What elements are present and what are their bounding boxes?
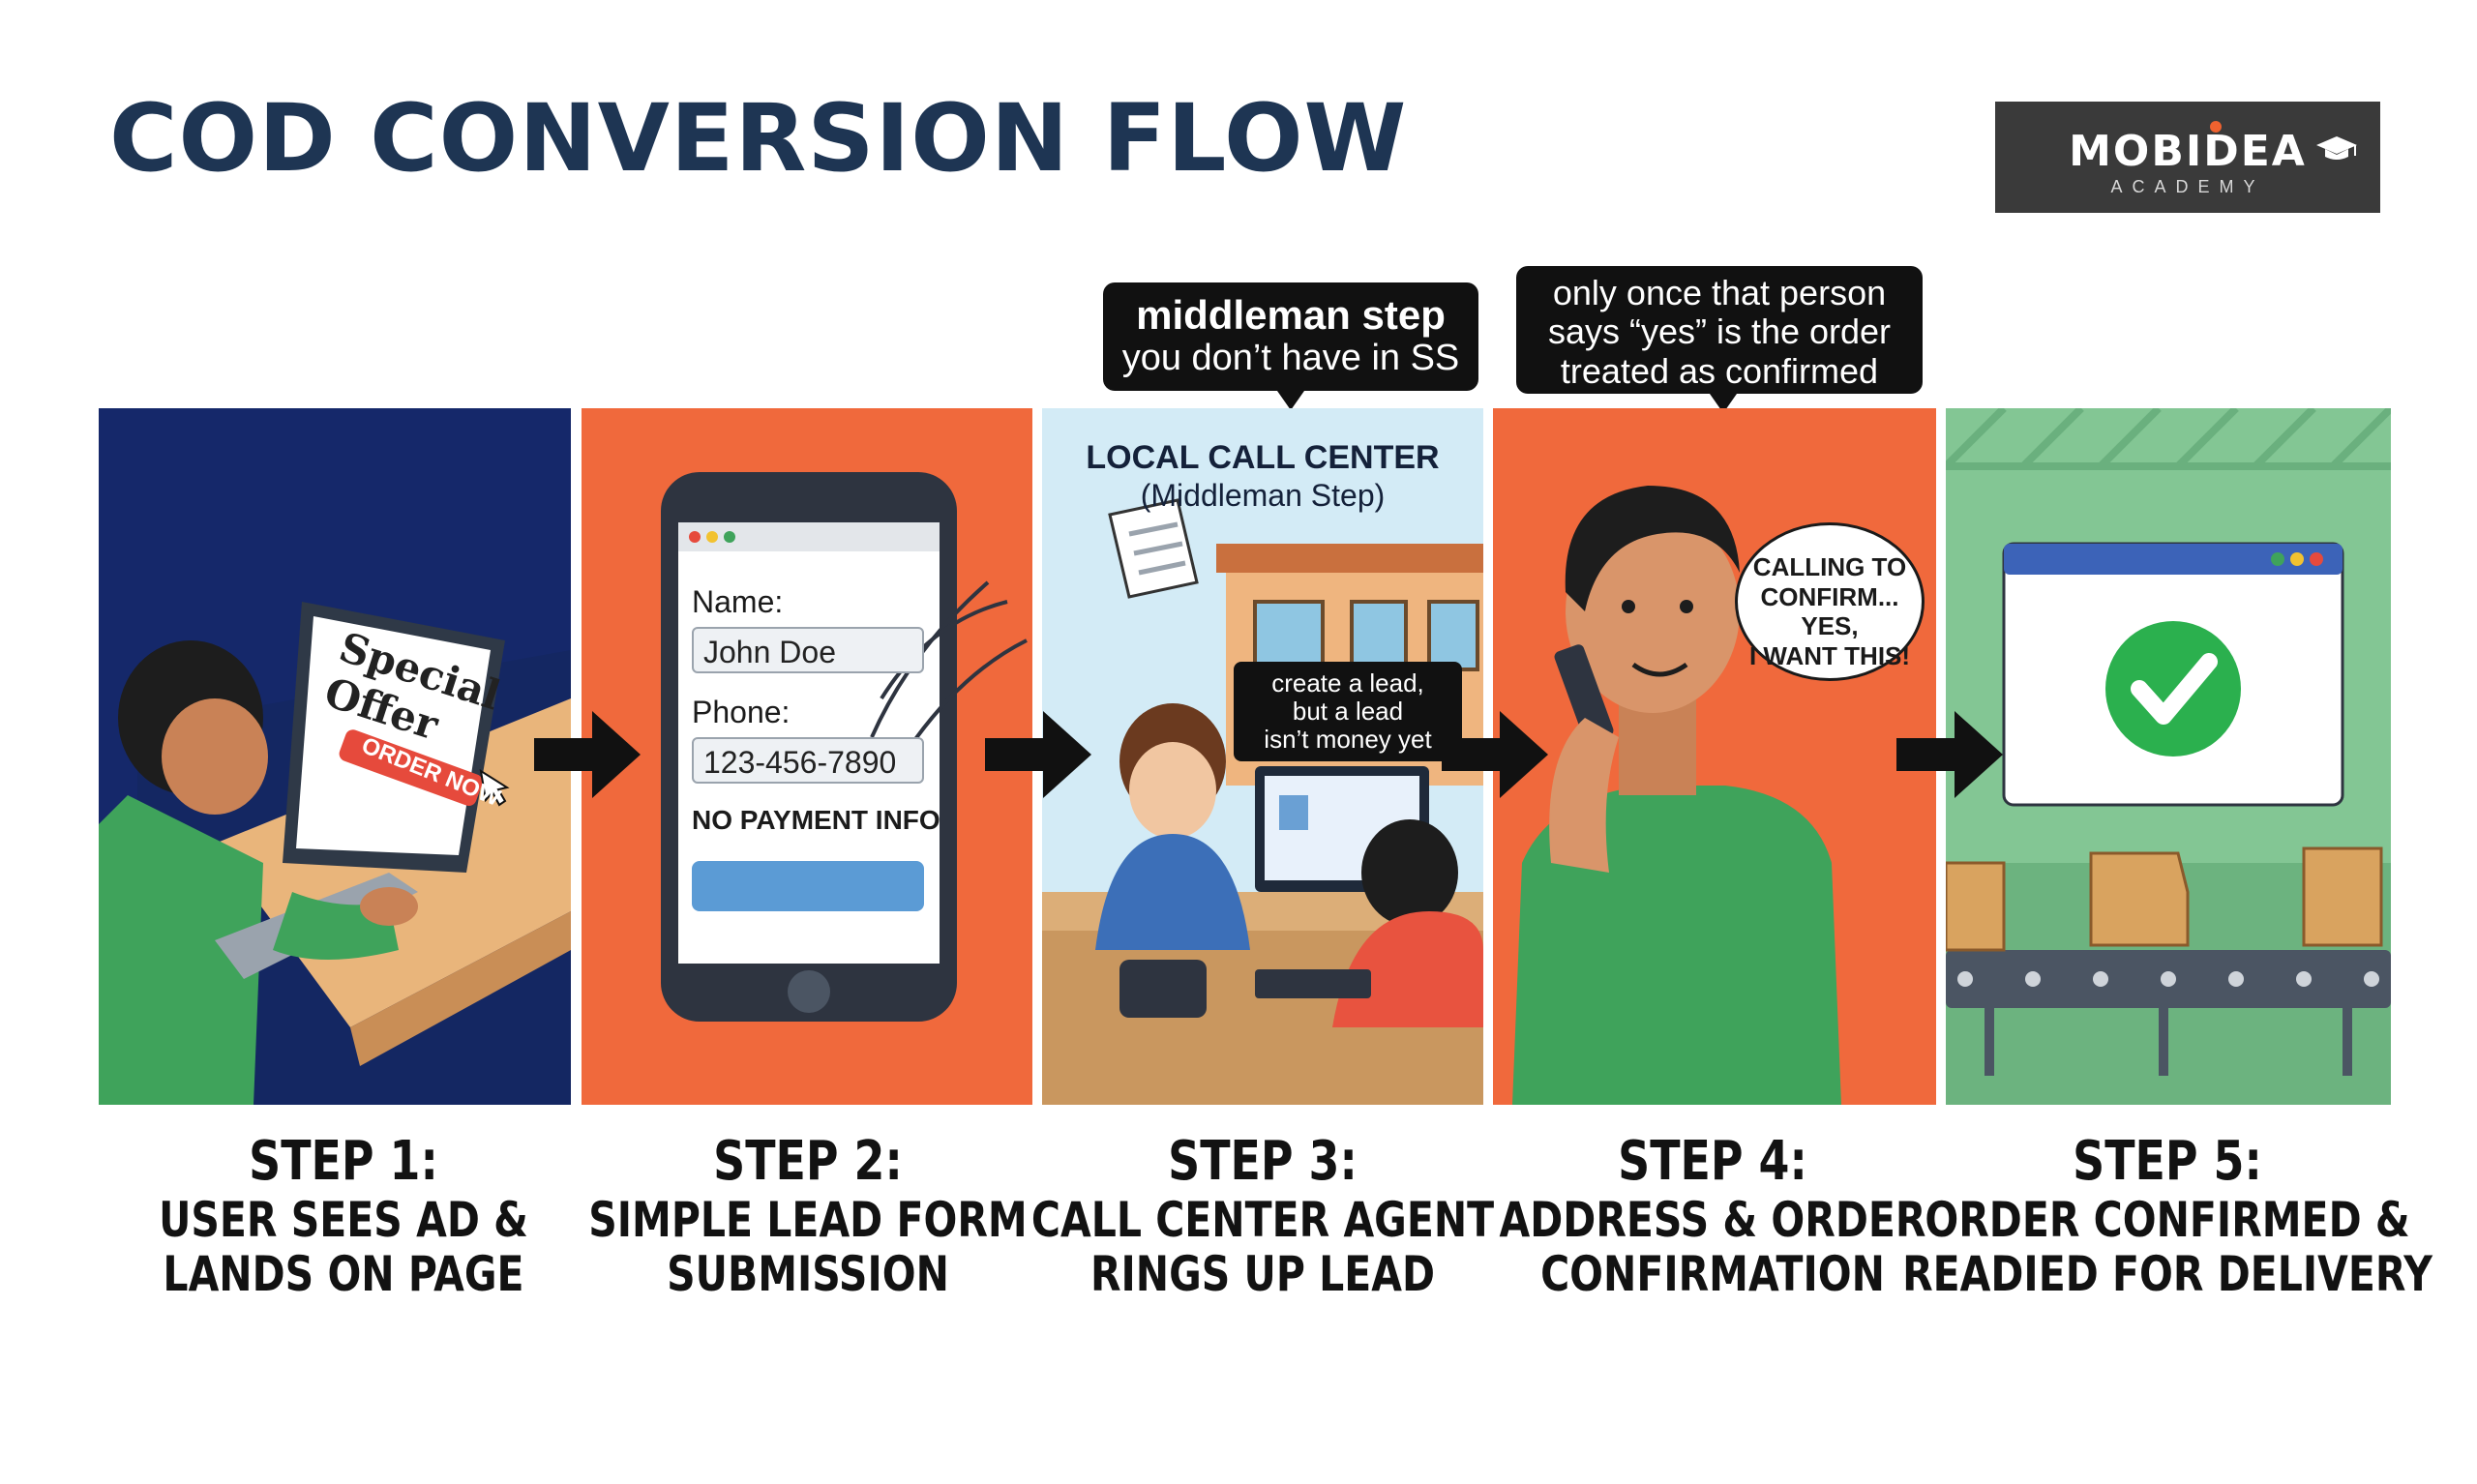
step4-panel: CALLING TO CONFIRM... YES, I WANT THIS! xyxy=(1493,408,1936,1105)
graduation-cap-icon xyxy=(2316,136,2357,160)
step1-panel: Special Offer ORDER NOW xyxy=(99,408,571,1105)
lead-note-line: but a lead xyxy=(1292,697,1404,727)
step-number: STEP 4: xyxy=(1618,1130,1807,1193)
callout-line: only once that person xyxy=(1552,273,1887,312)
arrow-right-icon xyxy=(985,711,1091,798)
step-number: STEP 2: xyxy=(713,1130,903,1193)
lead-note-line: isn’t money yet xyxy=(1264,725,1432,755)
step3-panel: LOCAL CALL CENTER (Middleman Step) creat… xyxy=(1042,408,1483,1105)
speech-line: I WANT THIS! xyxy=(1748,641,1911,671)
step-line: RINGS UP LEAD xyxy=(1089,1245,1436,1302)
logo-name: MOBIDEA xyxy=(2069,127,2307,176)
step-line: SIMPLE LEAD FORM xyxy=(588,1191,1028,1248)
mobidea-academy-logo: MOBIDEA ACADEMY xyxy=(1995,102,2380,213)
step-line: ORDER CONFIRMED & xyxy=(1925,1191,2410,1248)
step5-panel xyxy=(1946,408,2391,1105)
phone-input[interactable]: 123-456-7890 xyxy=(692,737,924,784)
page-title: COD CONVERSION FLOW xyxy=(109,84,1408,193)
name-input[interactable]: John Doe xyxy=(692,627,924,673)
no-payment-note: NO PAYMENT INFO xyxy=(692,805,940,835)
callout-head: middleman step xyxy=(1136,292,1446,338)
step-line: SUBMISSION xyxy=(667,1245,949,1302)
step2-label: STEP 2: SIMPLE LEAD FORM SUBMISSION xyxy=(558,1130,1059,1302)
callout-body: you don’t have in SS xyxy=(1121,338,1460,379)
step-number: STEP 1: xyxy=(249,1130,438,1193)
step-line: CALL CENTER AGENT xyxy=(1030,1191,1495,1248)
callout-line: treated as confirmed xyxy=(1560,350,1879,391)
step2-panel: Name: John Doe Phone: 123-456-7890 NO PA… xyxy=(582,408,1032,1105)
warehouse-illustration xyxy=(1946,408,2391,1105)
step-line: READIED FOR DELIVERY xyxy=(1902,1245,2432,1302)
call-center-subtitle: (Middleman Step) xyxy=(1140,478,1386,513)
step-number: STEP 5: xyxy=(2073,1130,2262,1193)
step5-label: STEP 5: ORDER CONFIRMED & READIED FOR DE… xyxy=(1897,1130,2437,1302)
step-line: USER SEES AD & xyxy=(159,1191,528,1248)
name-label: Name: xyxy=(692,584,784,619)
speech-bubble: CALLING TO CONFIRM... YES, I WANT THIS! xyxy=(1735,522,1925,681)
speech-line: CONFIRM... YES, xyxy=(1760,581,1899,641)
arrow-right-icon xyxy=(1896,711,2003,798)
submit-button[interactable] xyxy=(692,861,924,911)
step1-label: STEP 1: USER SEES AD & LANDS ON PAGE xyxy=(94,1130,594,1302)
phone-label: Phone: xyxy=(692,695,791,729)
confirmation-callout: only once that person says “yes” is the … xyxy=(1516,266,1923,413)
user-at-laptop-illustration xyxy=(99,408,571,1105)
step3-label: STEP 3: CALL CENTER AGENT RINGS UP LEAD xyxy=(1013,1130,1513,1302)
step-line: CONFIRMATION xyxy=(1540,1245,1885,1302)
arrow-right-icon xyxy=(534,711,641,798)
lead-note-line: create a lead, xyxy=(1271,668,1424,697)
logo-dot xyxy=(2210,121,2222,133)
speech-line: CALLING TO xyxy=(1752,552,1907,581)
step4-label: STEP 4: ADDRESS & ORDER CONFIRMATION xyxy=(1463,1130,1963,1302)
call-center-title: LOCAL CALL CENTER xyxy=(1086,439,1440,476)
step-number: STEP 3: xyxy=(1168,1130,1358,1193)
step-line: ADDRESS & ORDER xyxy=(1499,1191,1926,1248)
step-line: LANDS ON PAGE xyxy=(163,1245,524,1302)
man-on-phone-illustration xyxy=(1493,408,1936,1105)
logo-sub: ACADEMY xyxy=(2110,177,2265,196)
arrow-right-icon xyxy=(1442,711,1548,798)
middleman-callout: middleman step you don’t have in SS xyxy=(1103,282,1478,410)
lead-note-box: create a lead, but a lead isn’t money ye… xyxy=(1234,662,1462,762)
callout-line: says “yes” is the order xyxy=(1547,312,1892,352)
